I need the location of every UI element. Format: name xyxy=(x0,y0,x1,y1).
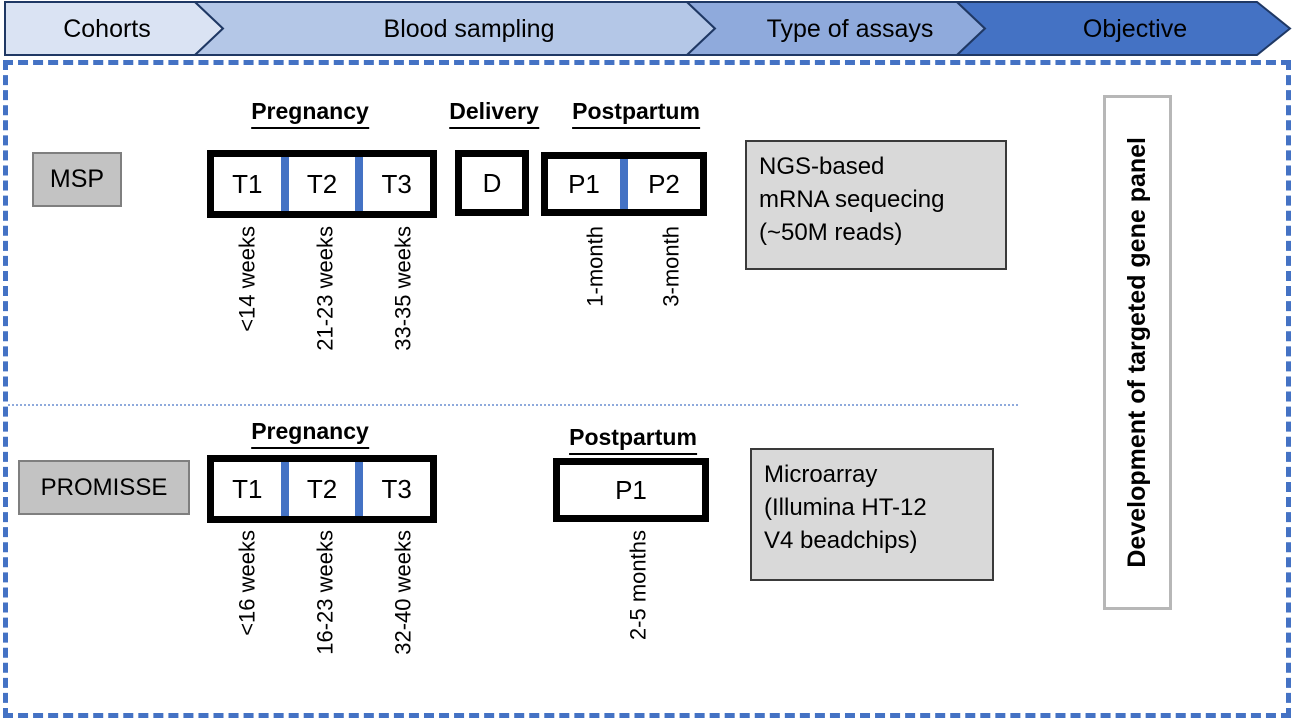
timeline-divider xyxy=(620,159,628,209)
promisse-pregnancy-header: Pregnancy xyxy=(251,418,369,449)
banner-label-cohorts: Cohorts xyxy=(63,15,151,43)
promisse-t1-time-label: <16 weeks xyxy=(234,530,260,636)
promisse-t3-cell: T3 xyxy=(381,473,412,504)
msp-d-cell: D xyxy=(482,167,502,198)
promisse-cohort-box: PROMISSE xyxy=(18,460,190,515)
msp-postpartum-header: Postpartum xyxy=(572,98,700,129)
msp-delivery-timeline: D xyxy=(455,150,529,216)
timeline-divider xyxy=(280,157,289,211)
msp-t1-time-label: <14 weeks xyxy=(234,226,260,332)
msp-cohort-box: MSP xyxy=(32,152,122,207)
promisse-assay-box: Microarray (Illumina HT-12 V4 beadchips) xyxy=(750,448,994,581)
objective-panel-label: Development of targeted gene panel xyxy=(1123,137,1151,568)
objective-panel: Development of targeted gene panel xyxy=(1103,95,1172,610)
promisse-t1-cell: T1 xyxy=(232,473,263,504)
promisse-p1-cell: P1 xyxy=(615,474,647,505)
msp-p1-time-label: 1-month xyxy=(582,226,608,307)
msp-assay-box: NGS-based mRNA sequecing (~50M reads) xyxy=(745,140,1007,270)
msp-pregnancy-timeline: T1 T2 T3 xyxy=(207,150,437,218)
timeline-divider xyxy=(355,462,364,516)
promisse-postpartum-header: Postpartum xyxy=(569,424,697,455)
banner-label-objective: Objective xyxy=(1083,15,1187,43)
msp-p2-time-label: 3-month xyxy=(658,226,684,307)
msp-postpartum-timeline: P1 P2 xyxy=(541,152,707,216)
msp-t1-cell: T1 xyxy=(232,168,263,199)
timeline-divider xyxy=(355,157,364,211)
row-separator xyxy=(8,404,1018,406)
timeline-divider xyxy=(280,462,289,516)
msp-t2-time-label: 21-23 weeks xyxy=(312,226,338,351)
process-banner: Cohorts Blood sampling Type of assays Ob… xyxy=(4,0,1292,56)
promisse-pregnancy-timeline: T1 T2 T3 xyxy=(207,455,437,523)
msp-t2-cell: T2 xyxy=(306,168,338,199)
msp-pregnancy-header: Pregnancy xyxy=(251,98,369,129)
msp-p1-cell: P1 xyxy=(568,168,600,199)
msp-p2-cell: P2 xyxy=(648,168,680,199)
promisse-t2-time-label: 16-23 weeks xyxy=(312,530,338,655)
banner-label-blood-sampling: Blood sampling xyxy=(384,15,555,43)
msp-t3-cell: T3 xyxy=(381,168,412,199)
msp-delivery-header: Delivery xyxy=(449,98,539,129)
banner-segment-objective xyxy=(954,0,1292,56)
promisse-t3-time-label: 32-40 weeks xyxy=(390,530,416,655)
msp-t3-time-label: 33-35 weeks xyxy=(390,226,416,351)
promisse-p1-time-label: 2-5 months xyxy=(625,530,651,641)
dashed-frame xyxy=(3,60,1291,718)
promisse-t2-cell: T2 xyxy=(306,473,338,504)
promisse-postpartum-timeline: P1 xyxy=(553,458,709,522)
banner-label-type-of-assays: Type of assays xyxy=(767,15,934,43)
